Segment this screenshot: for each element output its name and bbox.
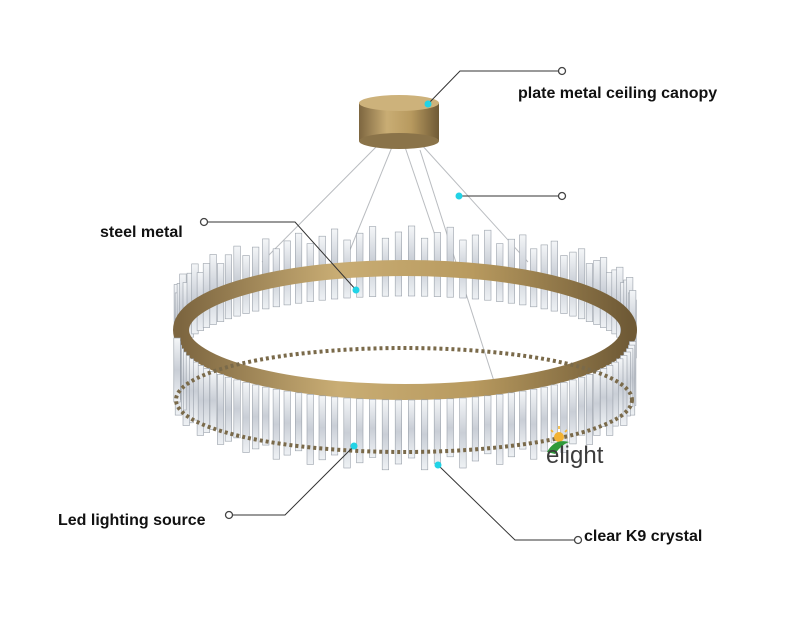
crystal-prism [242, 382, 250, 453]
crystal-prism [420, 399, 429, 471]
crystal-prism [593, 371, 601, 436]
crystal-prism [519, 390, 527, 450]
callout-dots [350, 100, 463, 469]
crystal-prism [217, 374, 225, 445]
crystal-prism [550, 384, 558, 444]
crystal-prism [224, 376, 232, 442]
crystal-prism [272, 388, 280, 460]
crystal-prism [459, 397, 467, 469]
label-led-lighting-source: Led lighting source [58, 512, 206, 529]
crystal-prism [330, 396, 339, 456]
crystal-prism [560, 382, 568, 453]
crystal-prism [507, 392, 516, 458]
crystal-prism [407, 399, 416, 459]
crystal-prism [343, 397, 351, 469]
crystal-prism [252, 384, 260, 450]
crystal-prism [318, 395, 326, 461]
crystal-prism [585, 374, 594, 445]
crystal-prism [394, 399, 403, 465]
crystal-prism [368, 399, 377, 458]
crystal-prism [381, 399, 390, 471]
ceiling-canopy [359, 95, 439, 149]
crystal-prism [540, 386, 548, 452]
crystal-prism [530, 388, 538, 460]
label-steel-metal: steel metal [100, 224, 183, 241]
crystal-prism [209, 371, 217, 430]
crystal-prism [471, 396, 480, 462]
led-strip [174, 346, 634, 454]
crystal-prism [306, 394, 314, 465]
label-clear-k9-crystal: clear K9 crystal [584, 528, 703, 545]
crystal-prism [233, 379, 241, 439]
crystal-prism [356, 398, 364, 464]
crystal-prism [569, 379, 577, 445]
crystal-prism [283, 390, 291, 456]
leader-lines [205, 70, 578, 541]
crystal-prism [446, 398, 454, 458]
brass-band [173, 260, 637, 400]
brass-band-ring [173, 260, 637, 400]
crystal-prism [433, 399, 442, 464]
crystal-prism [577, 376, 586, 436]
crystal-prism [294, 392, 303, 452]
crystal-ring-front [173, 337, 637, 471]
crystal-prism [496, 394, 504, 465]
elight-logo-text: elight [546, 442, 604, 469]
label-plate-metal-ceiling-canopy: plate metal ceiling canopy [518, 85, 718, 102]
crystal-prism [262, 386, 270, 446]
crystal-prism [484, 395, 492, 455]
elight-logo: elight [546, 426, 604, 469]
leader-endpoints [199, 66, 583, 545]
